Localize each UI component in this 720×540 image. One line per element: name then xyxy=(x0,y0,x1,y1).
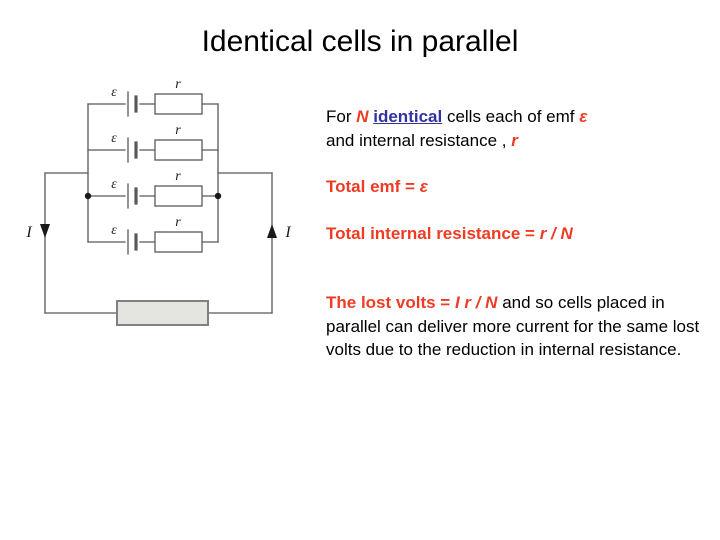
current-arrow-up-icon xyxy=(267,224,277,238)
page-title: Identical cells in parallel xyxy=(201,25,519,58)
symbol-epsilon-1: ε xyxy=(579,107,588,126)
link-identical[interactable]: identical xyxy=(373,107,443,126)
lost-volts-value: I r / N xyxy=(454,293,498,312)
emf-label-3: ε xyxy=(111,177,117,192)
resistor-box-3 xyxy=(154,185,203,207)
total-internal-resistance-value: r / N xyxy=(539,223,573,243)
statement-total-emf: Total emf = ε xyxy=(326,175,711,199)
current-label-left: I xyxy=(25,224,32,241)
current-label-right: I xyxy=(284,224,291,241)
resistor-box-4 xyxy=(154,231,203,253)
circuit-diagram: ε ε ε ε r r r r I I xyxy=(18,72,313,347)
emf-label-2: ε xyxy=(111,131,117,146)
junction-dot-left xyxy=(84,192,92,200)
spacer-1 xyxy=(326,152,711,175)
total-emf-label: Total emf = xyxy=(326,177,420,196)
total-internal-resistance-label: Total internal resistance = xyxy=(326,223,540,243)
explanation-text-block: For N identical cells each of emf ε and … xyxy=(326,105,711,362)
paragraph-definition-line2: and internal resistance , r xyxy=(326,129,711,153)
symbol-r-1: r xyxy=(511,130,518,150)
current-arrow-down-icon xyxy=(40,224,50,238)
junction-dot-right xyxy=(214,192,222,200)
emf-label-4: ε xyxy=(111,223,117,238)
resistor-box-2 xyxy=(154,139,203,161)
conclusion-rest-text: and so cells placed in parallel can deli… xyxy=(326,293,700,359)
paragraph-definition: For N identical cells each of emf ε xyxy=(326,105,711,129)
spacer-3 xyxy=(326,245,711,268)
paragraph-conclusion: The lost volts = I r / N and so cells pl… xyxy=(326,291,711,362)
emf-label-1: ε xyxy=(111,85,117,100)
spacer-4 xyxy=(326,268,711,291)
statement-total-internal-resistance: Total internal resistance = r / N xyxy=(326,222,711,246)
load-resistor-box xyxy=(116,300,209,326)
spacer-2 xyxy=(326,199,711,222)
text-for: For xyxy=(326,107,357,126)
resistor-box-1 xyxy=(154,93,203,115)
resistance-label-4: r xyxy=(175,215,181,230)
resistance-label-2: r xyxy=(175,123,181,138)
symbol-n: N xyxy=(356,107,369,126)
text-cells-each-of-emf: cells each of emf xyxy=(442,107,580,126)
resistance-label-3: r xyxy=(175,169,181,184)
text-and-internal-resistance: and internal resistance , xyxy=(326,130,512,150)
total-emf-value: ε xyxy=(419,177,428,196)
resistance-label-1: r xyxy=(175,77,181,92)
lost-volts-label: The lost volts = xyxy=(326,293,455,312)
